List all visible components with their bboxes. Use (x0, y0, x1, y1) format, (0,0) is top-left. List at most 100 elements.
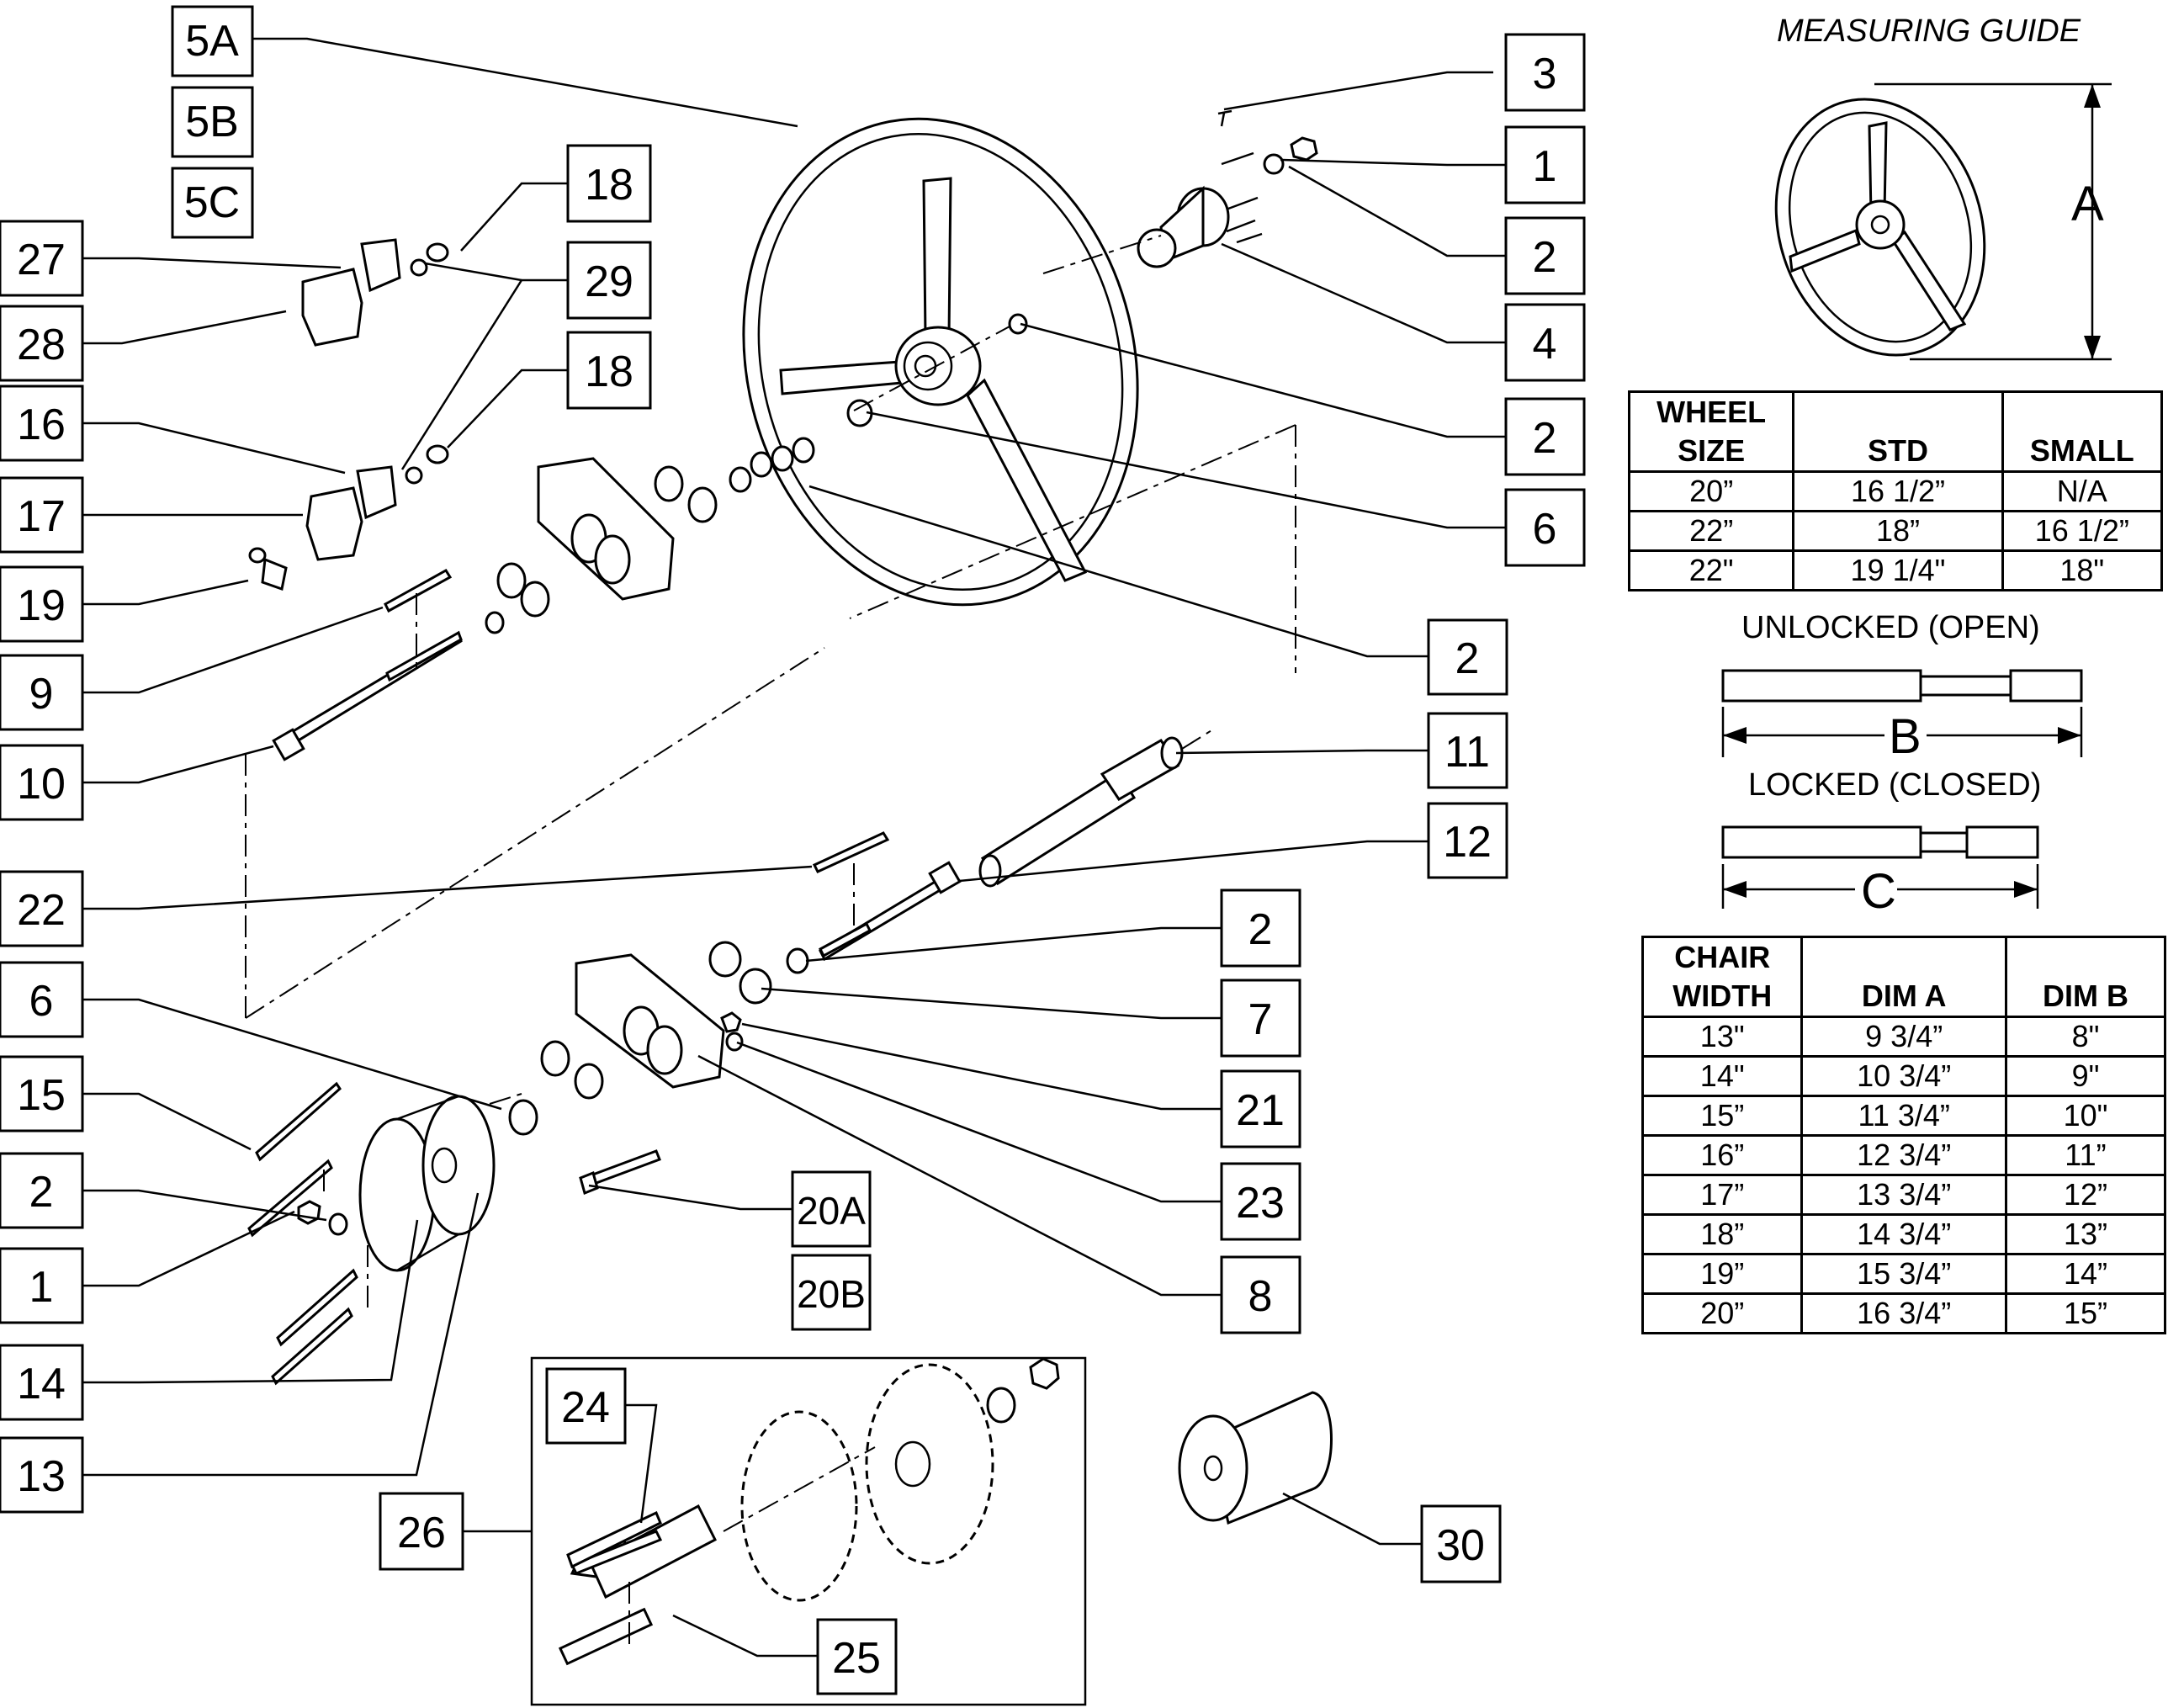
svg-text:26: 26 (397, 1509, 446, 1557)
telescoping-tube (812, 736, 1184, 962)
table-cell: 19 1/4" (1792, 549, 2004, 591)
svg-text:11: 11 (1444, 728, 1490, 777)
callout-26: 26 (379, 1492, 464, 1571)
svg-text:22: 22 (17, 886, 66, 935)
table-cell: 18" (2001, 549, 2164, 591)
svg-text:25: 25 (832, 1634, 881, 1683)
foam-tip (1178, 1391, 1333, 1525)
chair-width-table: CHAIR WIDTH DIM A DIM B 13" 9 3/4” 8" 14… (1641, 936, 2167, 1334)
table-row: 22” 18” 16 1/2” (1627, 510, 2164, 552)
svg-text:28: 28 (17, 321, 66, 369)
table-cell: 22” (1627, 510, 1795, 552)
table-cell: 14" (1641, 1055, 1804, 1097)
svg-text:19: 19 (17, 581, 66, 630)
table-cell: 11” (2004, 1134, 2167, 1176)
callout-16: 16 (0, 385, 84, 462)
inset-box (530, 1356, 1087, 1706)
svg-text:18: 18 (585, 161, 633, 210)
table-row: 20” 16 1/2” N/A (1627, 470, 2164, 512)
table-row: 22" 19 1/4" 18" (1627, 549, 2164, 591)
table-cell: 15” (1641, 1095, 1804, 1137)
locked-label: LOCKED (CLOSED) (1748, 767, 2042, 803)
lower-hub-assembly (247, 1081, 496, 1386)
callout-25: 25 (816, 1618, 898, 1695)
svg-text:24: 24 (561, 1383, 610, 1432)
hex-nut-top (846, 136, 1318, 427)
table-row: 13" 9 3/4” 8" (1641, 1016, 2167, 1058)
table-cell: 14 3/4” (1800, 1213, 2007, 1255)
svg-text:29: 29 (585, 257, 633, 306)
svg-text:5C: 5C (184, 178, 240, 227)
svg-text:18: 18 (585, 347, 633, 396)
handrim-wheel (742, 117, 1139, 607)
table-cell: 12” (2004, 1174, 2167, 1216)
table-cell: 18” (1792, 510, 2004, 552)
callout-5C: 5C (171, 167, 254, 239)
svg-text:1: 1 (1533, 142, 1557, 191)
svg-text:5B: 5B (185, 98, 239, 146)
table-row: 18” 14 3/4” 13” (1641, 1213, 2167, 1255)
table-cell: 13” (2004, 1213, 2167, 1255)
table-cell: 19” (1641, 1253, 1804, 1295)
unlocked-label: UNLOCKED (OPEN) (1741, 610, 2040, 645)
svg-text:6: 6 (29, 977, 54, 1026)
measuring-guide-wheel (1774, 98, 1986, 357)
callout-2-right-3: 2 (1427, 618, 1508, 696)
svg-text:30: 30 (1436, 1521, 1485, 1570)
svg-text:2: 2 (1248, 905, 1273, 954)
wheel-size-table: WHEEL SIZE STD SMALL 20” 16 1/2” N/A 22”… (1627, 390, 2164, 591)
table-cell: 15” (2004, 1292, 2167, 1334)
svg-text:10: 10 (17, 760, 66, 809)
callout-1-left: 1 (0, 1247, 84, 1324)
svg-text:5A: 5A (185, 17, 239, 66)
svg-text:2: 2 (29, 1168, 54, 1217)
svg-text:7: 7 (1248, 995, 1273, 1044)
header-std: STD (1792, 390, 2004, 473)
callout-4: 4 (1504, 303, 1586, 382)
svg-text:16: 16 (17, 400, 66, 449)
callout-18-top: 18 (566, 144, 652, 223)
brake-clamp-upper (301, 238, 449, 347)
svg-text:17: 17 (17, 492, 66, 541)
callout-28: 28 (0, 305, 84, 382)
table-cell: N/A (2001, 470, 2164, 512)
hub-adapter (1137, 151, 1263, 268)
svg-text:1: 1 (29, 1263, 54, 1312)
svg-text:13: 13 (17, 1452, 66, 1501)
svg-text:4: 4 (1533, 320, 1557, 369)
dimension-b-label: B (1889, 709, 1922, 764)
table-cell: 16 1/2” (1792, 470, 2004, 512)
table-cell: 16 3/4” (1800, 1292, 2007, 1334)
knob-pin (248, 547, 288, 591)
table-cell: 11 3/4” (1800, 1095, 2007, 1137)
callout-1-right: 1 (1504, 125, 1586, 204)
table-row: 17” 13 3/4” 12” (1641, 1174, 2167, 1216)
callout-3: 3 (1504, 33, 1586, 112)
table-cell: 15 3/4” (1800, 1253, 2007, 1295)
svg-text:2: 2 (1533, 233, 1557, 282)
callout-2-right-4: 2 (1220, 888, 1301, 968)
callout-2-right-1: 2 (1504, 216, 1586, 295)
callout-13: 13 (0, 1436, 84, 1514)
header-wheel-size: WHEEL SIZE (1627, 390, 1795, 473)
svg-text:6: 6 (1533, 505, 1557, 554)
svg-text:27: 27 (17, 236, 66, 284)
svg-text:20A: 20A (797, 1189, 866, 1233)
callout-6-left: 6 (0, 961, 84, 1038)
alignment-guide-lines (245, 235, 1296, 1105)
svg-text:14: 14 (17, 1360, 66, 1408)
callout-2-right-2: 2 (1504, 397, 1586, 476)
callout-24: 24 (545, 1367, 627, 1445)
table-cell: 17” (1641, 1174, 1804, 1216)
svg-text:8: 8 (1248, 1272, 1273, 1321)
table-cell: 16 1/2” (2001, 510, 2164, 552)
dimension-c-label: C (1861, 864, 1896, 919)
header-dim-a: DIM A (1800, 936, 2007, 1018)
callout-22: 22 (0, 870, 84, 947)
header-small: SMALL (2001, 390, 2164, 473)
dimension-a-label: A (2071, 177, 2104, 231)
table-row: 19” 15 3/4” 14” (1641, 1253, 2167, 1295)
svg-text:9: 9 (29, 670, 54, 719)
svg-text:23: 23 (1236, 1179, 1285, 1228)
